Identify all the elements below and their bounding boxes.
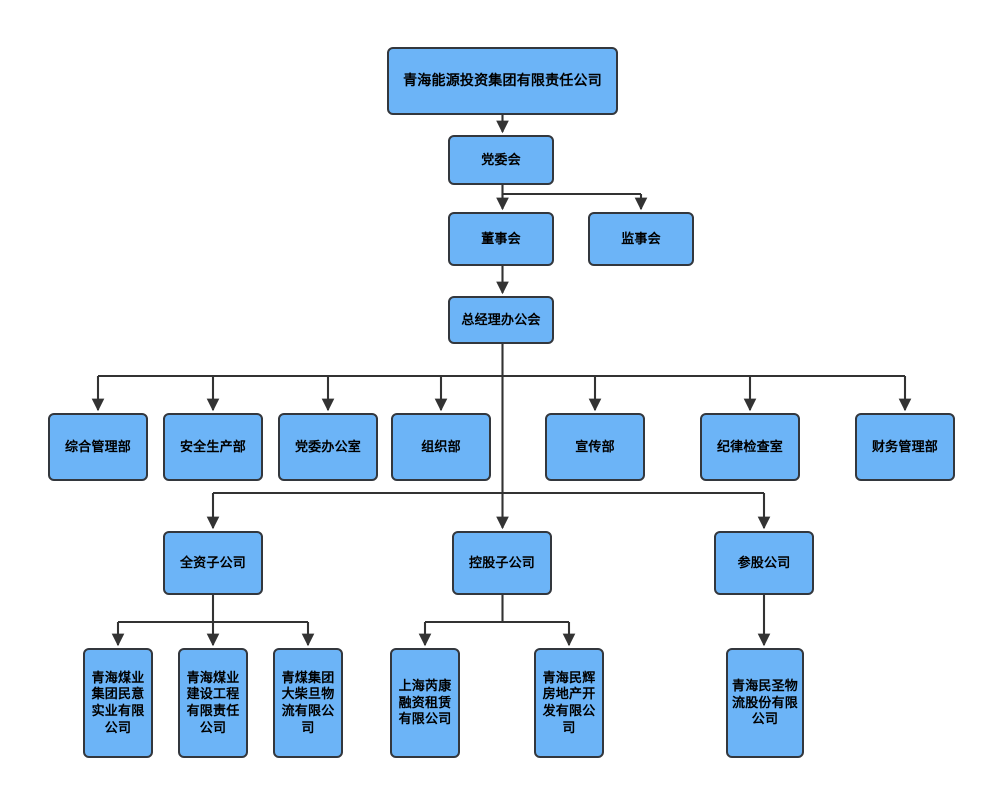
node-department-dept-safety-production[interactable]: 安全生产部 [163,413,263,481]
node-subsidiary-sub-shanghai-ruikang-leasing[interactable]: 上海芮康融资租赁有限公司 [390,648,460,758]
node-department-label: 纪律检查室 [716,438,783,454]
node-subsidiary-label: 青海民辉房地产开发有限公司 [542,669,596,735]
node-subsidiary-group-label: 参股公司 [737,554,791,570]
node-department-dept-general-management[interactable]: 综合管理部 [48,413,148,481]
node-subsidiary-group-label: 控股子公司 [468,554,535,570]
node-department-label: 安全生产部 [179,438,246,454]
node-subsidiary-label: 青煤集团大柴旦物流有限公司 [281,669,335,735]
node-subsidiary-label: 青海煤业集团民意实业有限公司 [91,669,145,735]
node-subsidiary-group-group-equity[interactable]: 参股公司 [714,531,814,595]
node-subsidiary-label: 青海民圣物流股份有限公司 [732,678,799,727]
node-department-label: 党委办公室 [294,438,361,454]
node-subsidiary-label: 上海芮康融资租赁有限公司 [398,678,452,727]
node-subsidiary-group-group-controlled[interactable]: 控股子公司 [452,531,552,595]
node-board-of-directors[interactable]: 董事会 [448,212,554,266]
node-subsidiary-group-group-wholly-owned[interactable]: 全资子公司 [163,531,263,595]
node-gm-office-meeting[interactable]: 总经理办公会 [448,296,554,344]
node-department-dept-discipline[interactable]: 纪律检查室 [700,413,800,481]
node-department-dept-party-office[interactable]: 党委办公室 [278,413,378,481]
node-subsidiary-sub-minhui-real-estate[interactable]: 青海民辉房地产开发有限公司 [534,648,604,758]
node-board-of-supervisors-label: 监事会 [621,230,661,246]
node-subsidiary-sub-minyi-industry[interactable]: 青海煤业集团民意实业有限公司 [83,648,153,758]
node-party-committee[interactable]: 党委会 [448,135,554,185]
node-board-of-supervisors[interactable]: 监事会 [588,212,694,266]
node-subsidiary-group-label: 全资子公司 [179,554,246,570]
node-department-dept-finance[interactable]: 财务管理部 [855,413,955,481]
node-department-dept-propaganda[interactable]: 宣传部 [545,413,645,481]
node-department-label: 财务管理部 [871,438,938,454]
node-department-label: 组织部 [421,438,461,454]
node-party-committee-label: 党委会 [481,151,521,167]
node-gm-office-meeting-label: 总经理办公会 [461,311,541,327]
node-subsidiary-sub-dachaidan-logistics[interactable]: 青煤集团大柴旦物流有限公司 [273,648,343,758]
node-root[interactable]: 青海能源投资集团有限责任公司 [387,47,618,115]
node-board-of-directors-label: 董事会 [481,230,521,246]
node-subsidiary-sub-minsheng-logistics[interactable]: 青海民圣物流股份有限公司 [726,648,804,758]
node-department-label: 宣传部 [575,438,615,454]
connector-party-bus [501,185,641,196]
node-department-label: 综合管理部 [64,438,131,454]
node-root-label: 青海能源投资集团有限责任公司 [403,72,602,89]
node-subsidiary-label: 青海煤业建设工程有限责任公司 [186,669,240,735]
node-department-dept-organization[interactable]: 组织部 [391,413,491,481]
node-subsidiary-sub-construction-engineering[interactable]: 青海煤业建设工程有限责任公司 [178,648,248,758]
